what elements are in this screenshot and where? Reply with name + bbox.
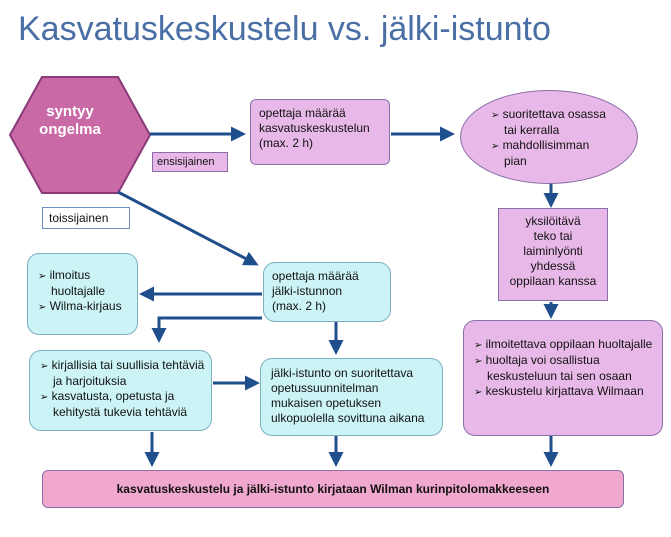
record-bar-text: kasvatuskeskustelu ja jälki-istunto kirj… xyxy=(116,482,550,496)
secondary-label: toissijainen xyxy=(42,207,130,229)
arrow-detention-to-tasks xyxy=(151,316,262,343)
discussion-line: opettaja määrää xyxy=(259,106,346,120)
individualize-line: oppilaan kanssa xyxy=(509,274,597,288)
detention-time-text: jälki-istunto on suoritettava opetussuun… xyxy=(271,366,425,425)
bullet-item: huoltaja voi osallistua keskusteluun tai… xyxy=(474,353,656,384)
detention-time-box: jälki-istunto on suoritettava opetussuun… xyxy=(260,358,443,436)
bullet-item: kirjallisia tai suullisia tehtäviä ja ha… xyxy=(40,358,205,389)
discussion-line: (max. 2 h) xyxy=(259,136,314,150)
secondary-label-text: toissijainen xyxy=(49,211,109,225)
individualize-line: yhdessä xyxy=(530,259,576,273)
discussion-when-ellipse: suoritettava osassa tai kerralla mahdoll… xyxy=(460,90,638,184)
bullet-item: kasvatusta, opetusta ja kehitystä tukevi… xyxy=(40,389,205,420)
bullet-item: mahdollisimman pian xyxy=(491,138,613,169)
detention-tasks-box: kirjallisia tai suullisia tehtäviä ja ha… xyxy=(29,350,212,431)
bullet-item: suoritettava osassa tai kerralla xyxy=(491,107,613,138)
individualize-line: laiminlyönti xyxy=(523,244,583,258)
detention-line: jälki-istunnon xyxy=(272,284,343,298)
individualize-line: yksilöitävä xyxy=(525,214,581,228)
problem-label-line1: syntyy xyxy=(46,103,94,120)
bullet-item: ilmoitus huoltajalle xyxy=(38,268,131,299)
primary-label: ensisijainen xyxy=(152,152,228,172)
detention-notice-box: ilmoitus huoltajalle Wilma-kirjaus xyxy=(27,253,138,335)
problem-label-line2: ongelma xyxy=(39,121,101,138)
page-title: Kasvatuskeskustelu vs. jälki-istunto xyxy=(18,10,551,48)
detention-box: opettaja määrää jälki-istunnon (max. 2 h… xyxy=(263,262,391,322)
arrow-problem-to-detention xyxy=(117,190,259,266)
bullet-item: keskustelu kirjattava Wilmaan xyxy=(474,384,656,400)
bullet-item: Wilma-kirjaus xyxy=(38,299,131,315)
record-bar: kasvatuskeskustelu ja jälki-istunto kirj… xyxy=(42,470,624,508)
individualize-line: teko tai xyxy=(533,229,573,243)
notify-parent-box: ilmoitettava oppilaan huoltajalle huolta… xyxy=(463,320,663,436)
problem-label: syntyy ongelma xyxy=(20,103,120,139)
discussion-line: kasvatuskeskustelun xyxy=(259,121,370,135)
individualize-box: yksilöitävä teko tai laiminlyönti yhdess… xyxy=(498,208,608,301)
detention-line: (max. 2 h) xyxy=(272,299,327,313)
bullet-item: ilmoitettava oppilaan huoltajalle xyxy=(474,337,656,353)
detention-line: opettaja määrää xyxy=(272,269,359,283)
discussion-box: opettaja määrää kasvatuskeskustelun (max… xyxy=(250,99,390,165)
primary-label-text: ensisijainen xyxy=(157,156,215,168)
